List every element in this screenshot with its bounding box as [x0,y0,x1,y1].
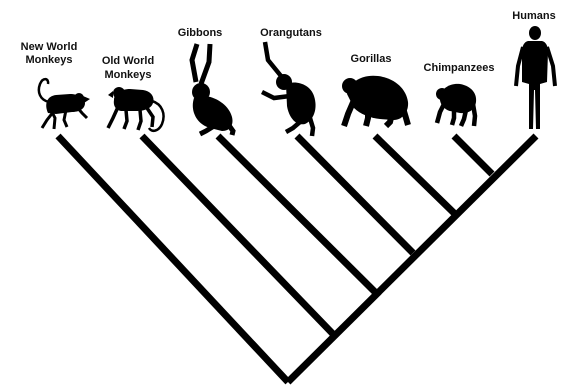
label-old-world-monkeys-line2: Monkeys [104,69,151,81]
human-silhouette-icon [516,26,555,129]
branch-gibbons [218,136,375,292]
branch-old-world-monkeys [142,136,333,334]
branch-gorillas [375,136,454,213]
label-new-world-monkeys-line2: Monkeys [25,54,72,66]
new-world-monkey-silhouette-icon [39,79,90,129]
gibbon-silhouette-icon [192,44,233,135]
old-world-monkey-silhouette-icon [108,87,164,131]
label-humans: Humans [512,10,555,22]
chimpanzee-silhouette-icon [436,84,476,126]
label-orangutans: Orangutans [260,27,322,39]
gorilla-silhouette-icon [342,76,408,126]
orangutan-silhouette-icon [262,42,316,136]
label-gorillas: Gorillas [351,53,392,65]
silhouettes [39,26,555,136]
label-gibbons: Gibbons [178,27,223,39]
label-old-world-monkeys: Old World [102,55,154,67]
label-chimpanzees: Chimpanzees [424,62,495,74]
taxon-labels: New World Monkeys Old World Monkeys Gibb… [21,10,556,81]
label-new-world-monkeys: New World [21,41,78,53]
branch-chimpanzees [454,136,492,174]
tree-branches [58,136,536,382]
